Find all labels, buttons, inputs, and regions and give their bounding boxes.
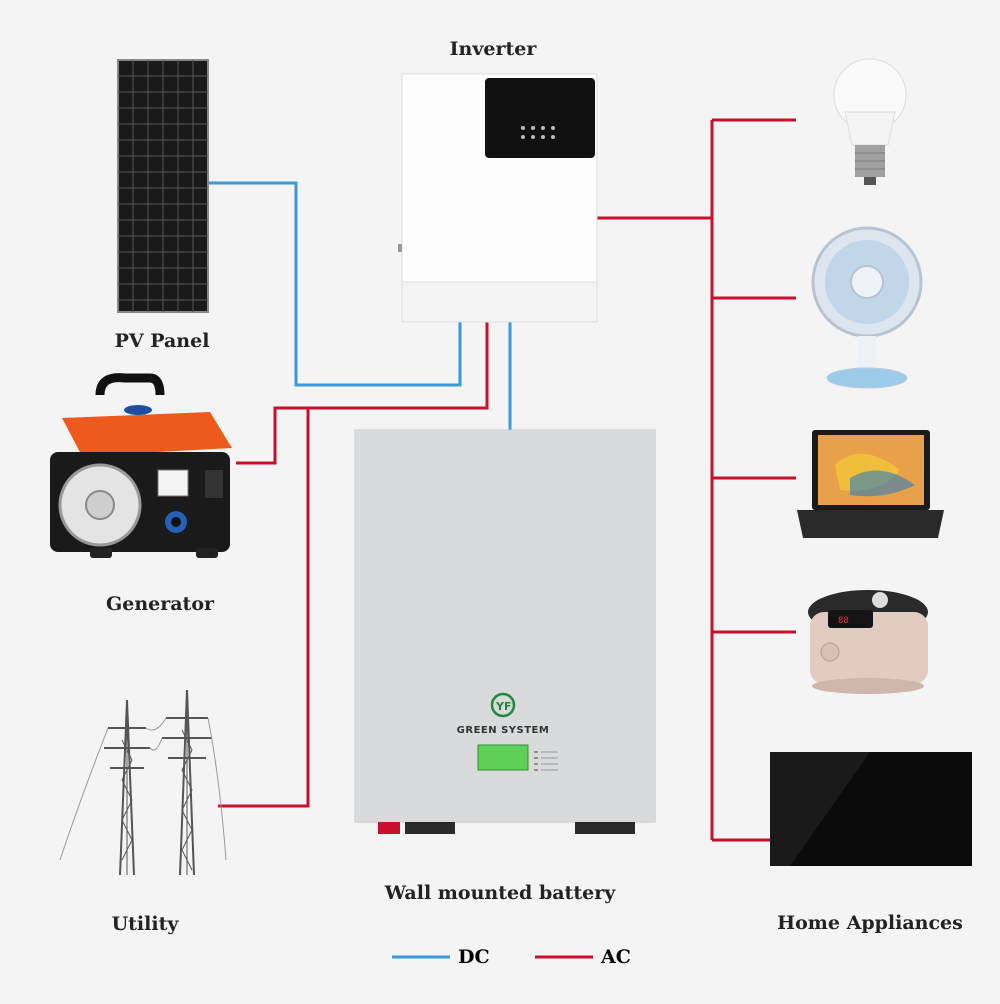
brand-logo-icon: YF xyxy=(490,692,516,718)
dc-wire-pv-to-inverter xyxy=(208,181,462,387)
laptop-icon xyxy=(797,430,944,538)
inverter-label: Inverter xyxy=(449,38,537,60)
pv-panel-label: PV Panel xyxy=(114,330,210,352)
rice-cooker-icon: 88 xyxy=(808,590,928,694)
fan-icon xyxy=(811,226,923,389)
generator-icon xyxy=(50,373,232,558)
dc-wires xyxy=(208,181,512,430)
ac-wire-utility-to-inverter xyxy=(218,408,310,808)
battery-label: Wall mounted battery xyxy=(384,882,616,904)
ac-wires xyxy=(218,118,796,842)
legend-dc-label: DC xyxy=(458,946,490,968)
battery-icon: YF GREEN SYSTEM xyxy=(354,429,656,834)
svg-text:YF: YF xyxy=(495,700,511,713)
battery-brand-label: GREEN SYSTEM xyxy=(457,725,550,736)
svg-text:88: 88 xyxy=(838,616,849,626)
solar-panel-icon xyxy=(117,59,209,313)
legend-ac-label: AC xyxy=(600,946,631,968)
utility-label: Utility xyxy=(111,913,179,935)
inverter-icon xyxy=(398,73,598,323)
legend: DC AC xyxy=(392,946,631,968)
ac-wire-generator-to-inverter xyxy=(236,322,489,465)
tv-icon xyxy=(770,752,972,866)
generator-label: Generator xyxy=(106,593,214,615)
home-appliances-label: Home Appliances xyxy=(777,912,963,934)
power-tower-icon xyxy=(59,689,227,876)
light-bulb-icon xyxy=(833,58,907,185)
